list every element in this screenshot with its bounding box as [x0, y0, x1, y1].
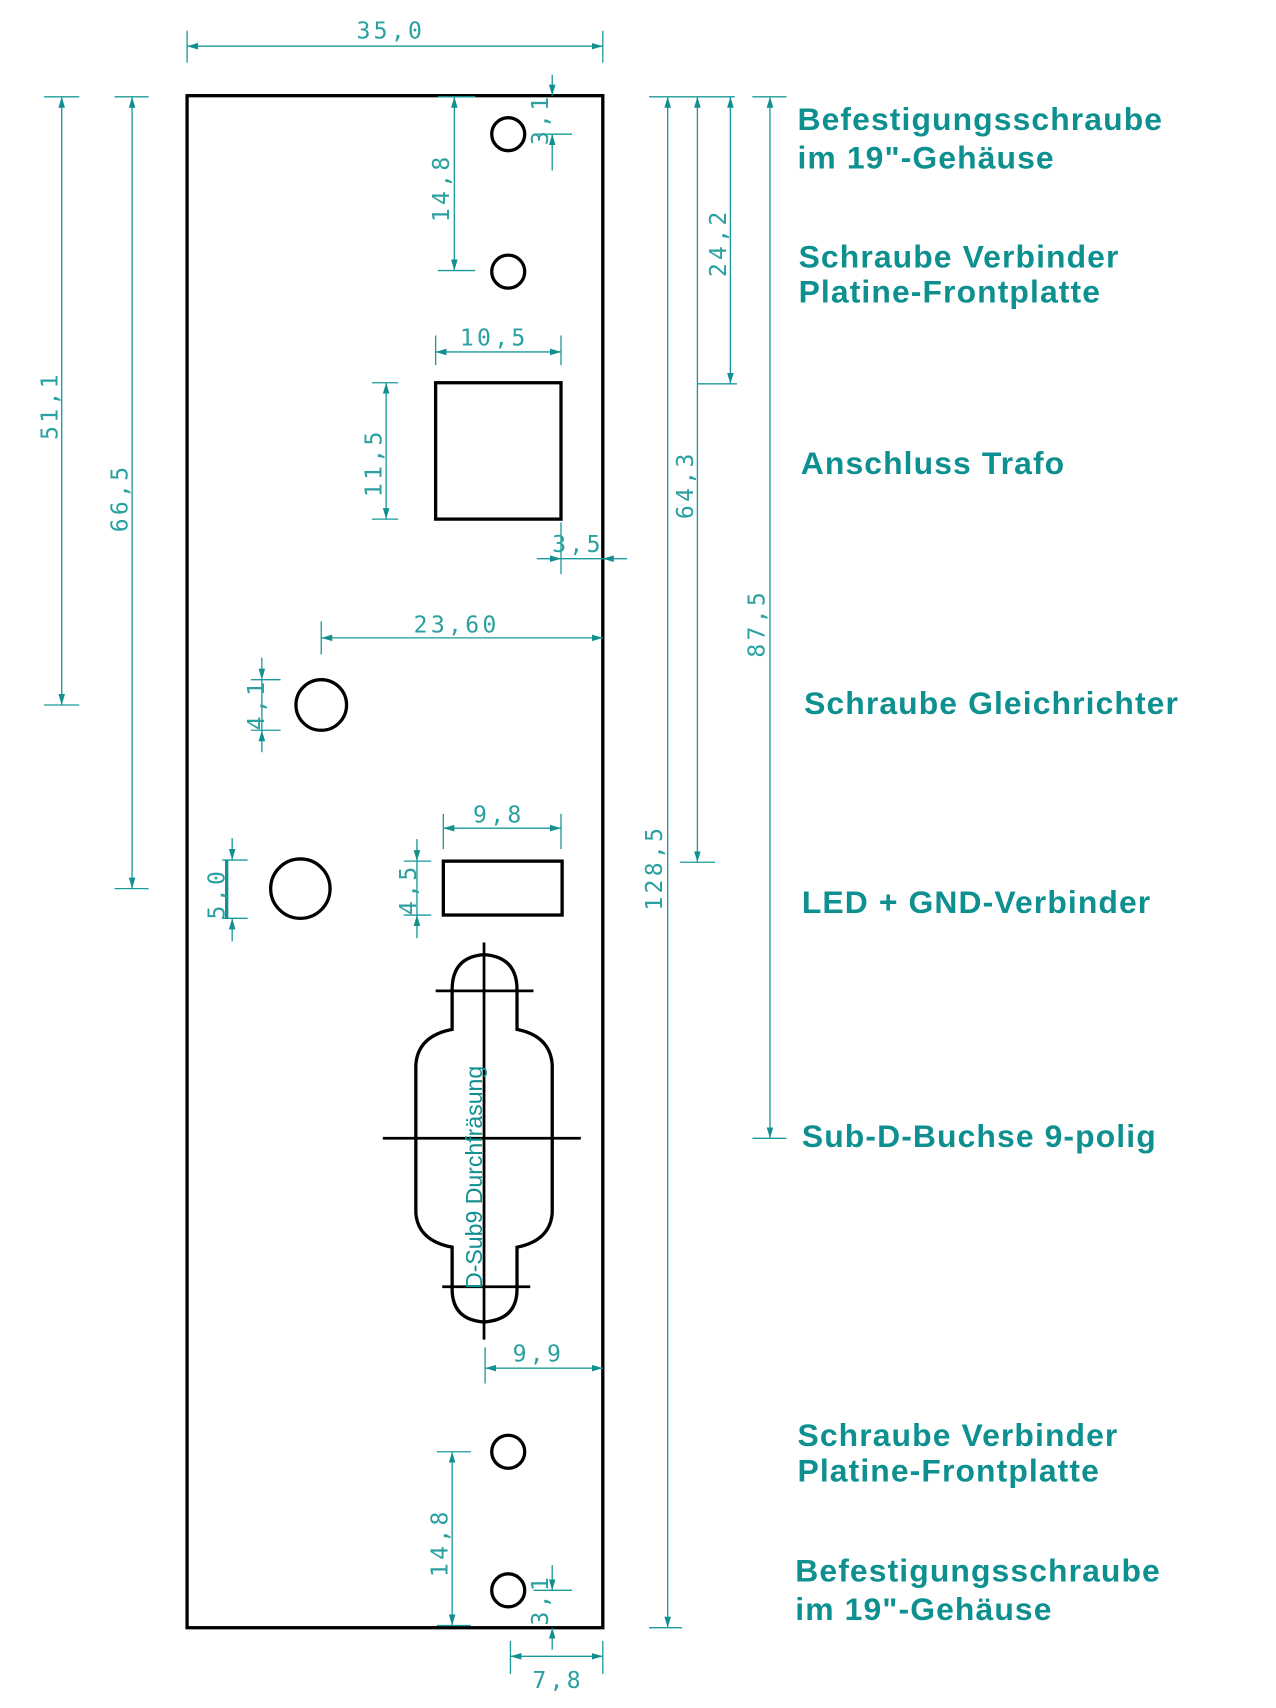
dim-top-hole-offset: 3,1: [528, 74, 573, 171]
dim-square-width: 10,5: [434, 325, 562, 366]
dim-height-total: 128,5: [642, 96, 682, 1629]
svg-text:5,0: 5,0: [204, 868, 230, 920]
dim-bottom-hole-spacing: 14,8: [428, 1451, 471, 1627]
label-mounting-screw-top: Befestigungsschraube im 19"-Gehäuse: [797, 101, 1163, 175]
label-mounting-screw-bottom: Befestigungsschraube im 19"-Gehäuse: [795, 1553, 1161, 1627]
svg-text:4,5: 4,5: [396, 863, 422, 915]
svg-text:10,5: 10,5: [460, 325, 529, 351]
label-rectifier-screw: Schraube Gleichrichter: [804, 685, 1179, 721]
dim-width-total: 35,0: [186, 18, 604, 63]
svg-text:24,2: 24,2: [706, 208, 732, 277]
svg-text:87,5: 87,5: [744, 589, 770, 658]
svg-text:51,1: 51,1: [37, 371, 63, 440]
svg-text:Schraube Verbinder: Schraube Verbinder: [797, 1417, 1118, 1453]
label-connector-screw-top: Schraube Verbinder Platine-Frontplatte: [799, 238, 1120, 309]
dim-led-hole-dia: 5,0: [204, 838, 248, 942]
dsub-inner-label: D-Sub9 Durchfräsung: [461, 1066, 487, 1289]
dim-led-hole-y: 66,5: [108, 96, 149, 890]
svg-text:14,8: 14,8: [428, 1508, 454, 1577]
dim-trafo-y: 24,2: [697, 96, 737, 385]
svg-text:128,5: 128,5: [642, 825, 668, 911]
dim-rectifier-hole-dia: 4,1: [244, 657, 281, 753]
svg-text:3,1: 3,1: [528, 94, 554, 146]
svg-text:Schraube Verbinder: Schraube Verbinder: [799, 238, 1120, 274]
led-hole: [269, 857, 332, 920]
dim-led-rect-width: 9,8: [442, 803, 562, 850]
svg-text:3,1: 3,1: [528, 1574, 554, 1626]
dim-top-hole-spacing: 14,8: [429, 96, 476, 272]
svg-text:Platine-Frontplatte: Platine-Frontplatte: [797, 1452, 1099, 1488]
svg-text:4,1: 4,1: [244, 679, 270, 731]
label-dsub: Sub-D-Buchse 9-polig: [802, 1118, 1157, 1154]
label-trafo: Anschluss Trafo: [801, 445, 1065, 481]
mounting-hole-top: [490, 116, 527, 153]
svg-text:64,3: 64,3: [673, 450, 699, 519]
svg-text:Platine-Frontplatte: Platine-Frontplatte: [799, 273, 1101, 309]
svg-text:im 19"-Gehäuse: im 19"-Gehäuse: [795, 1591, 1052, 1627]
svg-text:23,60: 23,60: [414, 612, 500, 638]
svg-text:Befestigungsschraube: Befestigungsschraube: [797, 101, 1163, 137]
trafo-cutout: [433, 381, 563, 521]
dim-rectifier-hole-x: 23,60: [320, 612, 603, 655]
panel-outline: [185, 94, 605, 1630]
label-led-gnd: LED + GND-Verbinder: [802, 884, 1151, 920]
dim-dsub-edge-offset: 9,9: [484, 1342, 603, 1384]
svg-text:35,0: 35,0: [356, 18, 425, 44]
connector-screw-hole-bottom: [490, 1433, 527, 1470]
rectifier-screw-hole: [294, 678, 349, 732]
dim-dsub-y: 87,5: [744, 96, 787, 1139]
svg-text:3,5: 3,5: [552, 532, 604, 558]
dim-square-edge-offset: 3,5: [536, 522, 628, 575]
dim-bottom-hole-x: 7,8: [509, 1640, 604, 1694]
connector-screw-hole-top: [490, 253, 527, 290]
svg-text:11,5: 11,5: [362, 428, 388, 497]
svg-text:im 19"-Gehäuse: im 19"-Gehäuse: [797, 139, 1054, 175]
dim-led-connector-y: 64,3: [673, 96, 735, 863]
dsub9-cutout: D-Sub9 Durchfräsung: [382, 942, 581, 1340]
dim-led-rect-height: 4,5: [396, 839, 432, 939]
dim-bottom-hole-offset: 3,1: [528, 1565, 573, 1650]
svg-text:14,8: 14,8: [429, 153, 455, 222]
svg-text:9,8: 9,8: [473, 803, 525, 829]
dim-square-height: 11,5: [362, 382, 399, 520]
label-connector-screw-bottom: Schraube Verbinder Platine-Frontplatte: [797, 1417, 1118, 1488]
svg-text:9,9: 9,9: [513, 1342, 565, 1368]
mounting-hole-bottom: [490, 1572, 527, 1609]
dim-rectifier-hole-y: 51,1: [37, 96, 80, 706]
svg-text:66,5: 66,5: [108, 464, 134, 533]
svg-text:7,8: 7,8: [532, 1668, 584, 1694]
svg-text:Befestigungsschraube: Befestigungsschraube: [795, 1553, 1161, 1589]
gnd-connector-cutout: [441, 859, 564, 917]
